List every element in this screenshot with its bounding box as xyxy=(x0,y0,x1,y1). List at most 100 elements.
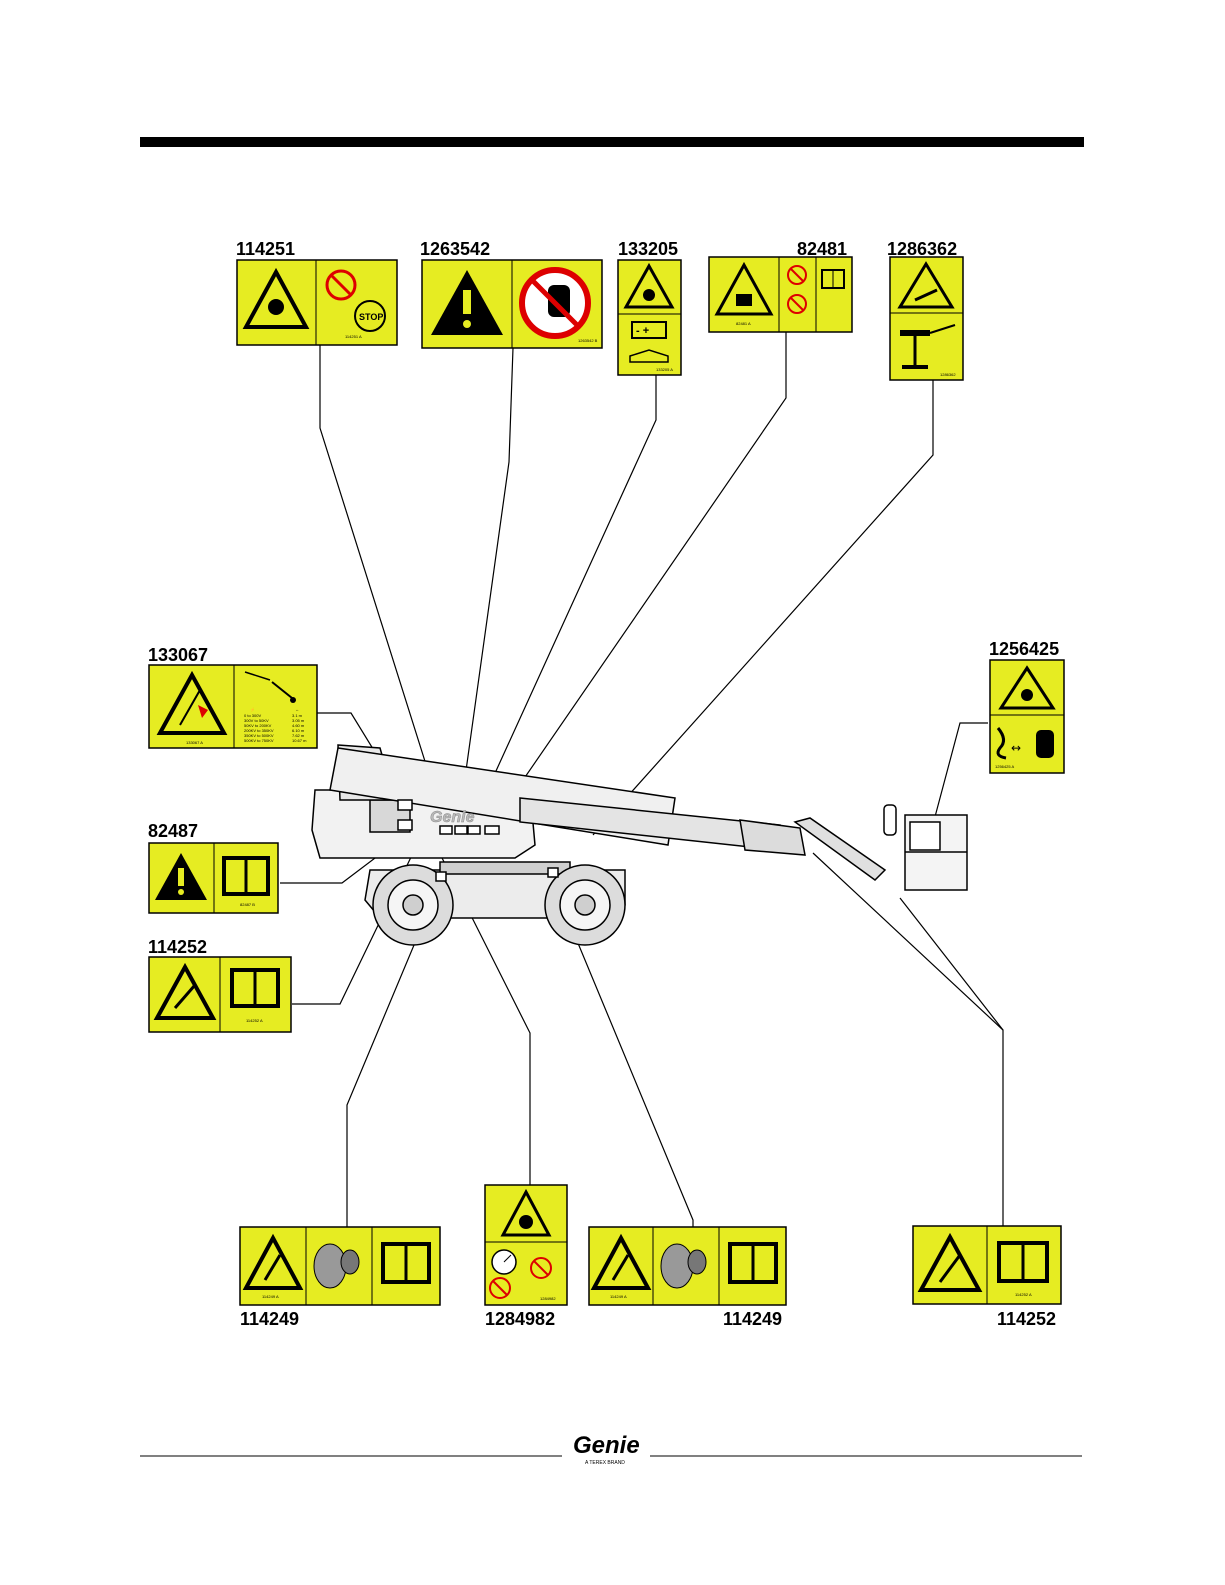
rear-wheel xyxy=(372,864,454,946)
decal-114251: 114251 STOP 114251 A xyxy=(236,239,398,346)
decal-114252-right: 114252 A 114252 xyxy=(912,1225,1062,1329)
leader-114249-left xyxy=(346,882,441,1239)
no-smoking-icon xyxy=(325,269,357,301)
warning-triangle-icon xyxy=(155,853,207,900)
boom-tip xyxy=(739,819,806,856)
decal-code-82481: 82481 A xyxy=(736,321,751,326)
manual-book-icon xyxy=(629,349,669,363)
svg-text:- +: - + xyxy=(636,325,649,337)
table-row-distance: 6.10 m xyxy=(292,728,305,733)
decal-133067: 133067 ⚡ ↔ 0 to 300V 3.1 m 300V to 50KV … xyxy=(148,645,318,749)
decal-82487: 82487 82487 B xyxy=(148,821,279,914)
leader-1263542 xyxy=(457,347,514,829)
decal-code-114252-right: 114252 A xyxy=(1015,1292,1032,1297)
warning-triangle-icon xyxy=(242,267,310,329)
decal-code-82487: 82487 B xyxy=(240,902,255,907)
decal-1286362: 1286362 1286362 xyxy=(887,239,964,381)
decal-114252-left: 114252 114252 A xyxy=(148,937,292,1033)
tip-over-warning-icon xyxy=(153,962,217,1020)
tip-over-warning-icon xyxy=(590,1233,652,1290)
jib xyxy=(793,817,887,881)
footer-logo: Genie xyxy=(573,1432,640,1459)
warning-triangle-icon xyxy=(431,270,503,335)
decal-code-114249-left: 114249 A xyxy=(262,1294,279,1299)
no-flame-icon xyxy=(787,265,807,285)
clearance-table: ⚡ ↔ 0 to 300V 3.1 m 300V to 50KV 3.05 m … xyxy=(244,707,307,743)
part-number-1284982: 1284982 xyxy=(485,1309,555,1329)
decal-1256425: 1256425 ↔ 1256425 A xyxy=(989,639,1065,774)
electrocution-warning-icon xyxy=(156,670,228,735)
part-number-133067: 133067 xyxy=(148,645,208,665)
decal-code-1256425: 1256425 A xyxy=(995,764,1014,769)
table-row-voltage: 50KV to 200KV xyxy=(244,723,272,728)
decal-114249-mid: 114249 A 114249 xyxy=(588,1226,787,1329)
manual-book-icon xyxy=(997,1241,1049,1283)
decal-133205: 133205 - + 133205 A xyxy=(617,239,682,376)
pressure-gauge-icon xyxy=(491,1249,517,1275)
table-row-voltage: 350KV to 500KV xyxy=(244,733,274,738)
leader-82481 xyxy=(489,332,787,829)
manual-book-icon xyxy=(821,269,845,289)
part-number-114249-left: 114249 xyxy=(240,1309,299,1329)
boom-brand-text: Genie xyxy=(430,809,475,826)
table-row-voltage: 200KV to 350KV xyxy=(244,728,274,733)
svg-text:STOP: STOP xyxy=(359,312,383,322)
decal-code-133067: 133067 A xyxy=(186,740,203,745)
tire-wheel-icon xyxy=(313,1243,360,1289)
power-line-distance-icon xyxy=(244,671,296,703)
leader-114251 xyxy=(319,345,447,829)
explosion-warning-icon xyxy=(623,262,675,309)
front-wheel xyxy=(544,864,626,946)
decal-82481: 82481 82481 A xyxy=(708,239,853,333)
hand-keep-away-icon: ↔ xyxy=(996,727,1054,760)
decal-code-114251: 114251 A xyxy=(345,334,362,339)
part-number-82487: 82487 xyxy=(148,821,198,841)
table-row-distance: 4.60 m xyxy=(292,723,305,728)
part-number-114252-right: 114252 xyxy=(997,1309,1056,1329)
tire-wheel-icon xyxy=(660,1243,707,1289)
svg-text:↔: ↔ xyxy=(1011,741,1021,755)
table-header-voltage: ⚡ xyxy=(250,707,255,712)
part-number-114251: 114251 xyxy=(236,239,295,259)
decal-code-1286362: 1286362 xyxy=(940,372,956,377)
battery-icon: - + xyxy=(631,321,667,339)
manual-book-icon xyxy=(230,968,280,1008)
table-row-voltage: 500KV to 750KV xyxy=(244,738,274,743)
crush-hazard-warning-icon xyxy=(998,665,1056,710)
boom-lift-machine: Genie xyxy=(311,744,968,946)
header-rule xyxy=(140,137,1084,147)
prohibited-hand-icon xyxy=(519,267,591,339)
table-row-distance: 7.62 m xyxy=(292,733,305,738)
decal-114249-left: 114249 A 114249 xyxy=(239,1226,441,1329)
platform-icon xyxy=(900,324,956,369)
part-number-1256425: 1256425 xyxy=(989,639,1059,659)
table-row-voltage: 0 to 300V xyxy=(244,713,261,718)
leader-114252-right xyxy=(812,852,1004,1238)
no-sparks-icon xyxy=(787,294,807,314)
manual-book-icon xyxy=(222,856,270,896)
battery-acid-warning-icon xyxy=(714,261,774,316)
tip-over-warning-icon xyxy=(242,1233,304,1290)
decal-code-1284982: 1284982 xyxy=(540,1296,556,1301)
part-number-133205: 133205 xyxy=(618,239,678,259)
table-row-distance: 3.05 m xyxy=(292,718,305,723)
stop-sign-icon: STOP xyxy=(354,300,386,332)
leader-1286362 xyxy=(592,380,934,836)
prohibited-icon xyxy=(530,1257,552,1279)
decal-1263542: 1263542 1263542 B xyxy=(420,239,603,349)
part-number-82481: 82481 xyxy=(797,239,847,259)
decal-code-133205: 133205 A xyxy=(656,367,673,372)
part-number-114252-left: 114252 xyxy=(148,937,207,957)
leader-133205 xyxy=(469,375,657,829)
table-row-voltage: 300V to 50KV xyxy=(244,718,269,723)
part-number-114249-mid: 114249 xyxy=(723,1309,782,1329)
manual-book-icon xyxy=(381,1242,431,1284)
part-number-1263542: 1263542 xyxy=(420,239,490,259)
explosion-warning-icon xyxy=(500,1188,552,1237)
footer-logo-tagline: A TEREX BRAND xyxy=(585,1460,625,1466)
platform xyxy=(883,804,968,891)
table-row-distance: 10.67 m xyxy=(292,738,307,743)
table-header-distance: ↔ xyxy=(295,707,299,712)
leader-114252-right-2 xyxy=(899,897,1004,1031)
